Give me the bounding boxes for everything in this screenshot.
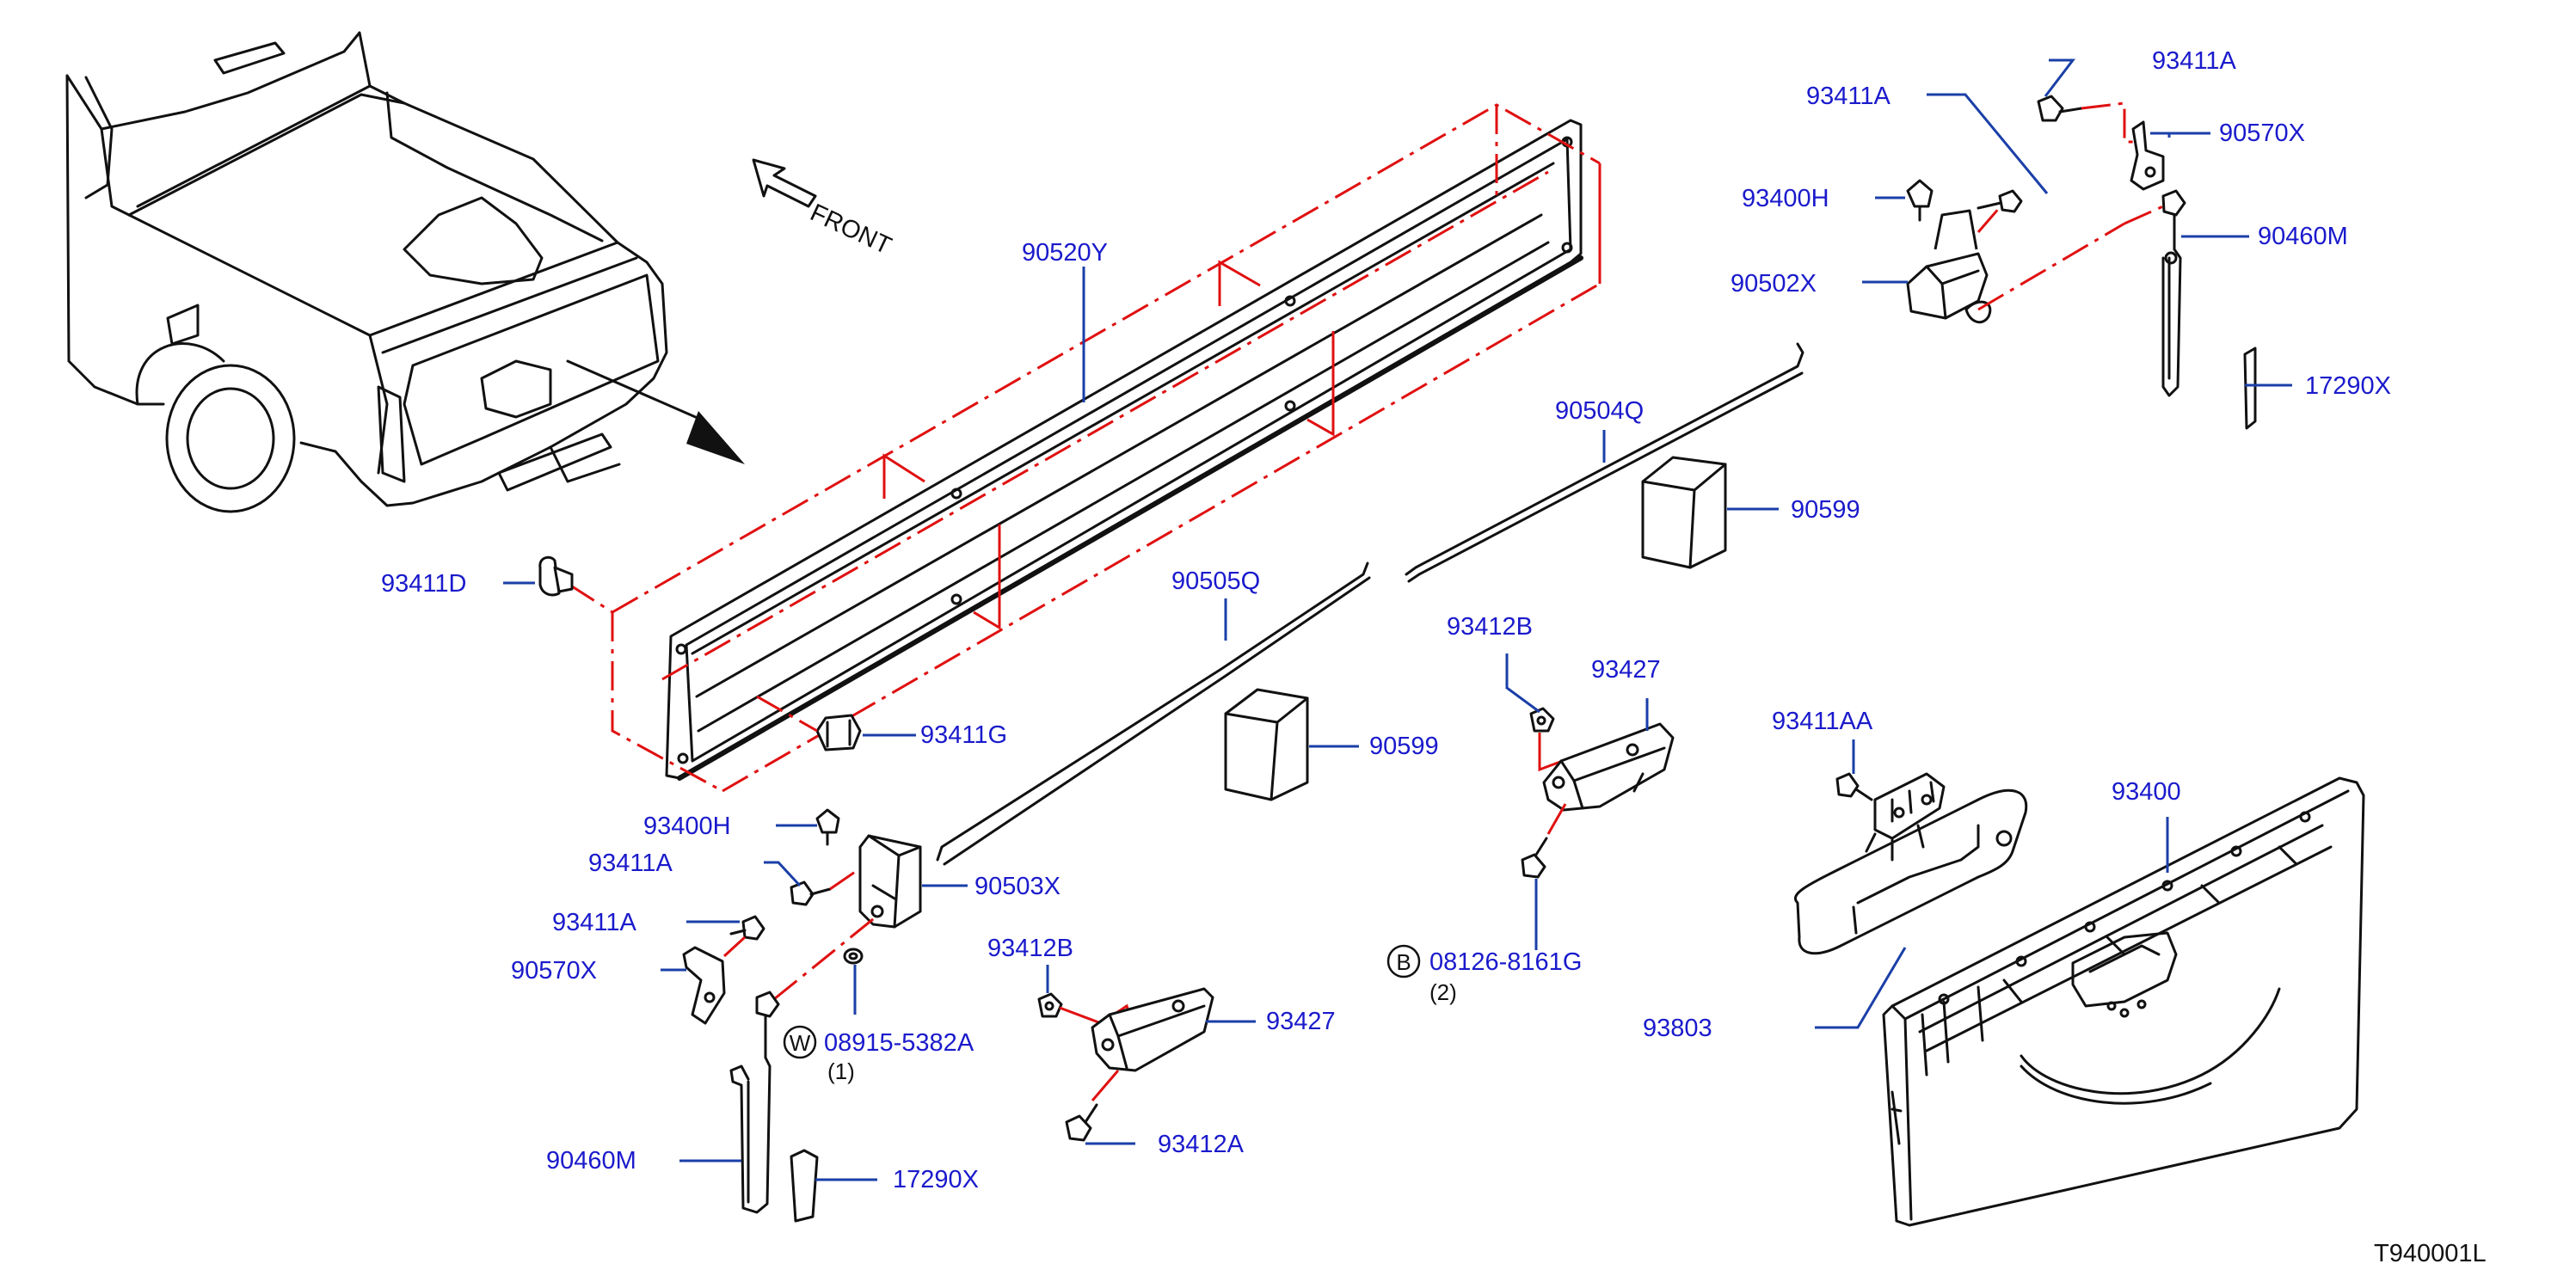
- truck-illustration: [65, 31, 745, 513]
- label-93803: 93803: [1643, 1015, 1712, 1042]
- label-90570X-bl: 90570X: [511, 957, 597, 985]
- part-93411AA-bolt: [1835, 772, 1873, 801]
- label-90599-top: 90599: [1791, 496, 1860, 524]
- part-93427-hinge-mid: [1542, 722, 1675, 835]
- label-93400H-tr: 93400H: [1742, 185, 1829, 212]
- part-93412A-bolt-bot: [1065, 1103, 1098, 1142]
- symbol-W: W: [790, 1030, 811, 1056]
- part-93411A-bolt-bl2: [729, 915, 765, 941]
- label-17290X-tr: 17290X: [2305, 372, 2391, 400]
- label-90520Y: 90520Y: [1022, 239, 1108, 267]
- part-90460M-cable-bl: [729, 991, 780, 1214]
- part-93400H-bushing-tr: [1906, 179, 1934, 222]
- label-17290X-bl: 17290X: [893, 1166, 979, 1193]
- label-93412B-bot: 93412B: [987, 935, 1073, 962]
- label-93411AA: 93411AA: [1772, 708, 1873, 735]
- part-90599-block-top: [1641, 456, 1727, 569]
- part-93427-hinge-bot: [1091, 987, 1214, 1101]
- front-arrow: FRONT: [752, 158, 895, 261]
- part-90460M-cable-tr: [2124, 189, 2186, 397]
- part-90570X-bracket-tr: [2081, 101, 2165, 191]
- label-93427-mid: 93427: [1591, 656, 1661, 684]
- part-17290X-pad-tr: [2243, 347, 2257, 430]
- label-90460M-tr: 90460M: [2258, 223, 2348, 250]
- label-93411G: 93411G: [920, 721, 1007, 749]
- diagram-code: T940001L: [2374, 1240, 2487, 1267]
- label-93400: 93400: [2112, 778, 2181, 806]
- symbol-W-circle: [783, 1025, 817, 1059]
- label-93411A-bl2: 93411A: [552, 909, 636, 936]
- symbol-B: B: [1396, 949, 1411, 975]
- label-90599-mid: 90599: [1369, 733, 1439, 760]
- label-90570X-tr: 90570X: [2219, 120, 2305, 147]
- label-08915-qty: (1): [827, 1058, 855, 1084]
- part-17290X-pad-bl: [790, 1149, 819, 1223]
- label-93411A-tr: 93411A: [2152, 47, 2236, 75]
- panel-phantom-lines: [569, 103, 1602, 793]
- label-90503X: 90503X: [974, 873, 1061, 900]
- label-93411D: 93411D: [381, 570, 466, 598]
- label-08126-qty: (2): [1429, 979, 1457, 1005]
- part-90502X-bracket: [1906, 206, 2125, 324]
- label-90504Q: 90504Q: [1555, 397, 1644, 425]
- label-90460M-bl: 90460M: [546, 1147, 636, 1175]
- label-93400H-bl: 93400H: [643, 813, 731, 840]
- label-08126-8161G: 08126-8161G: [1429, 948, 1582, 976]
- part-93412B-nut-mid: [1529, 707, 1584, 775]
- part-08915-washer: [773, 914, 878, 1001]
- label-93427-bot: 93427: [1266, 1008, 1336, 1035]
- label-93412A: 93412A: [1158, 1131, 1245, 1158]
- label-93412B-mid: 93412B: [1447, 613, 1533, 641]
- part-90599-block-mid: [1224, 688, 1309, 801]
- part-93400-tailgate: [1882, 776, 2365, 1227]
- part-93411A-bolt-tr1: [2037, 95, 2083, 122]
- part-93411G-bumper: [756, 695, 862, 751]
- part-90570X-bracket-bl: [682, 936, 747, 1025]
- part-90503X-bracket: [858, 834, 922, 929]
- label-93411A-tl: 93411A: [1806, 83, 1891, 110]
- leader-lines: [503, 58, 2292, 1181]
- part-93411D-clip: [538, 555, 574, 597]
- part-labels: 90520Y 93411D 93411G 93411A 93411A 90570…: [381, 47, 2391, 1193]
- symbol-B-circle: [1386, 944, 1421, 978]
- part-93411A-bolt-bl1: [790, 867, 861, 906]
- label-93411A-bl1: 93411A: [588, 850, 673, 877]
- part-08126-bolt: [1521, 837, 1548, 879]
- label-08915-5382A: 08915-5382A: [824, 1029, 974, 1057]
- part-93400H-bushing-bl: [815, 808, 840, 846]
- front-label: FRONT: [806, 199, 895, 260]
- label-90502X: 90502X: [1731, 270, 1817, 298]
- rod-90504Q: [1405, 342, 1804, 583]
- part-93803-handle: [1794, 772, 2028, 955]
- part-93411A-bolt-tr2: [1977, 189, 2023, 213]
- label-90505Q: 90505Q: [1171, 567, 1260, 595]
- panel-90520Y: [665, 119, 1583, 781]
- rod-90505Q: [936, 561, 1371, 866]
